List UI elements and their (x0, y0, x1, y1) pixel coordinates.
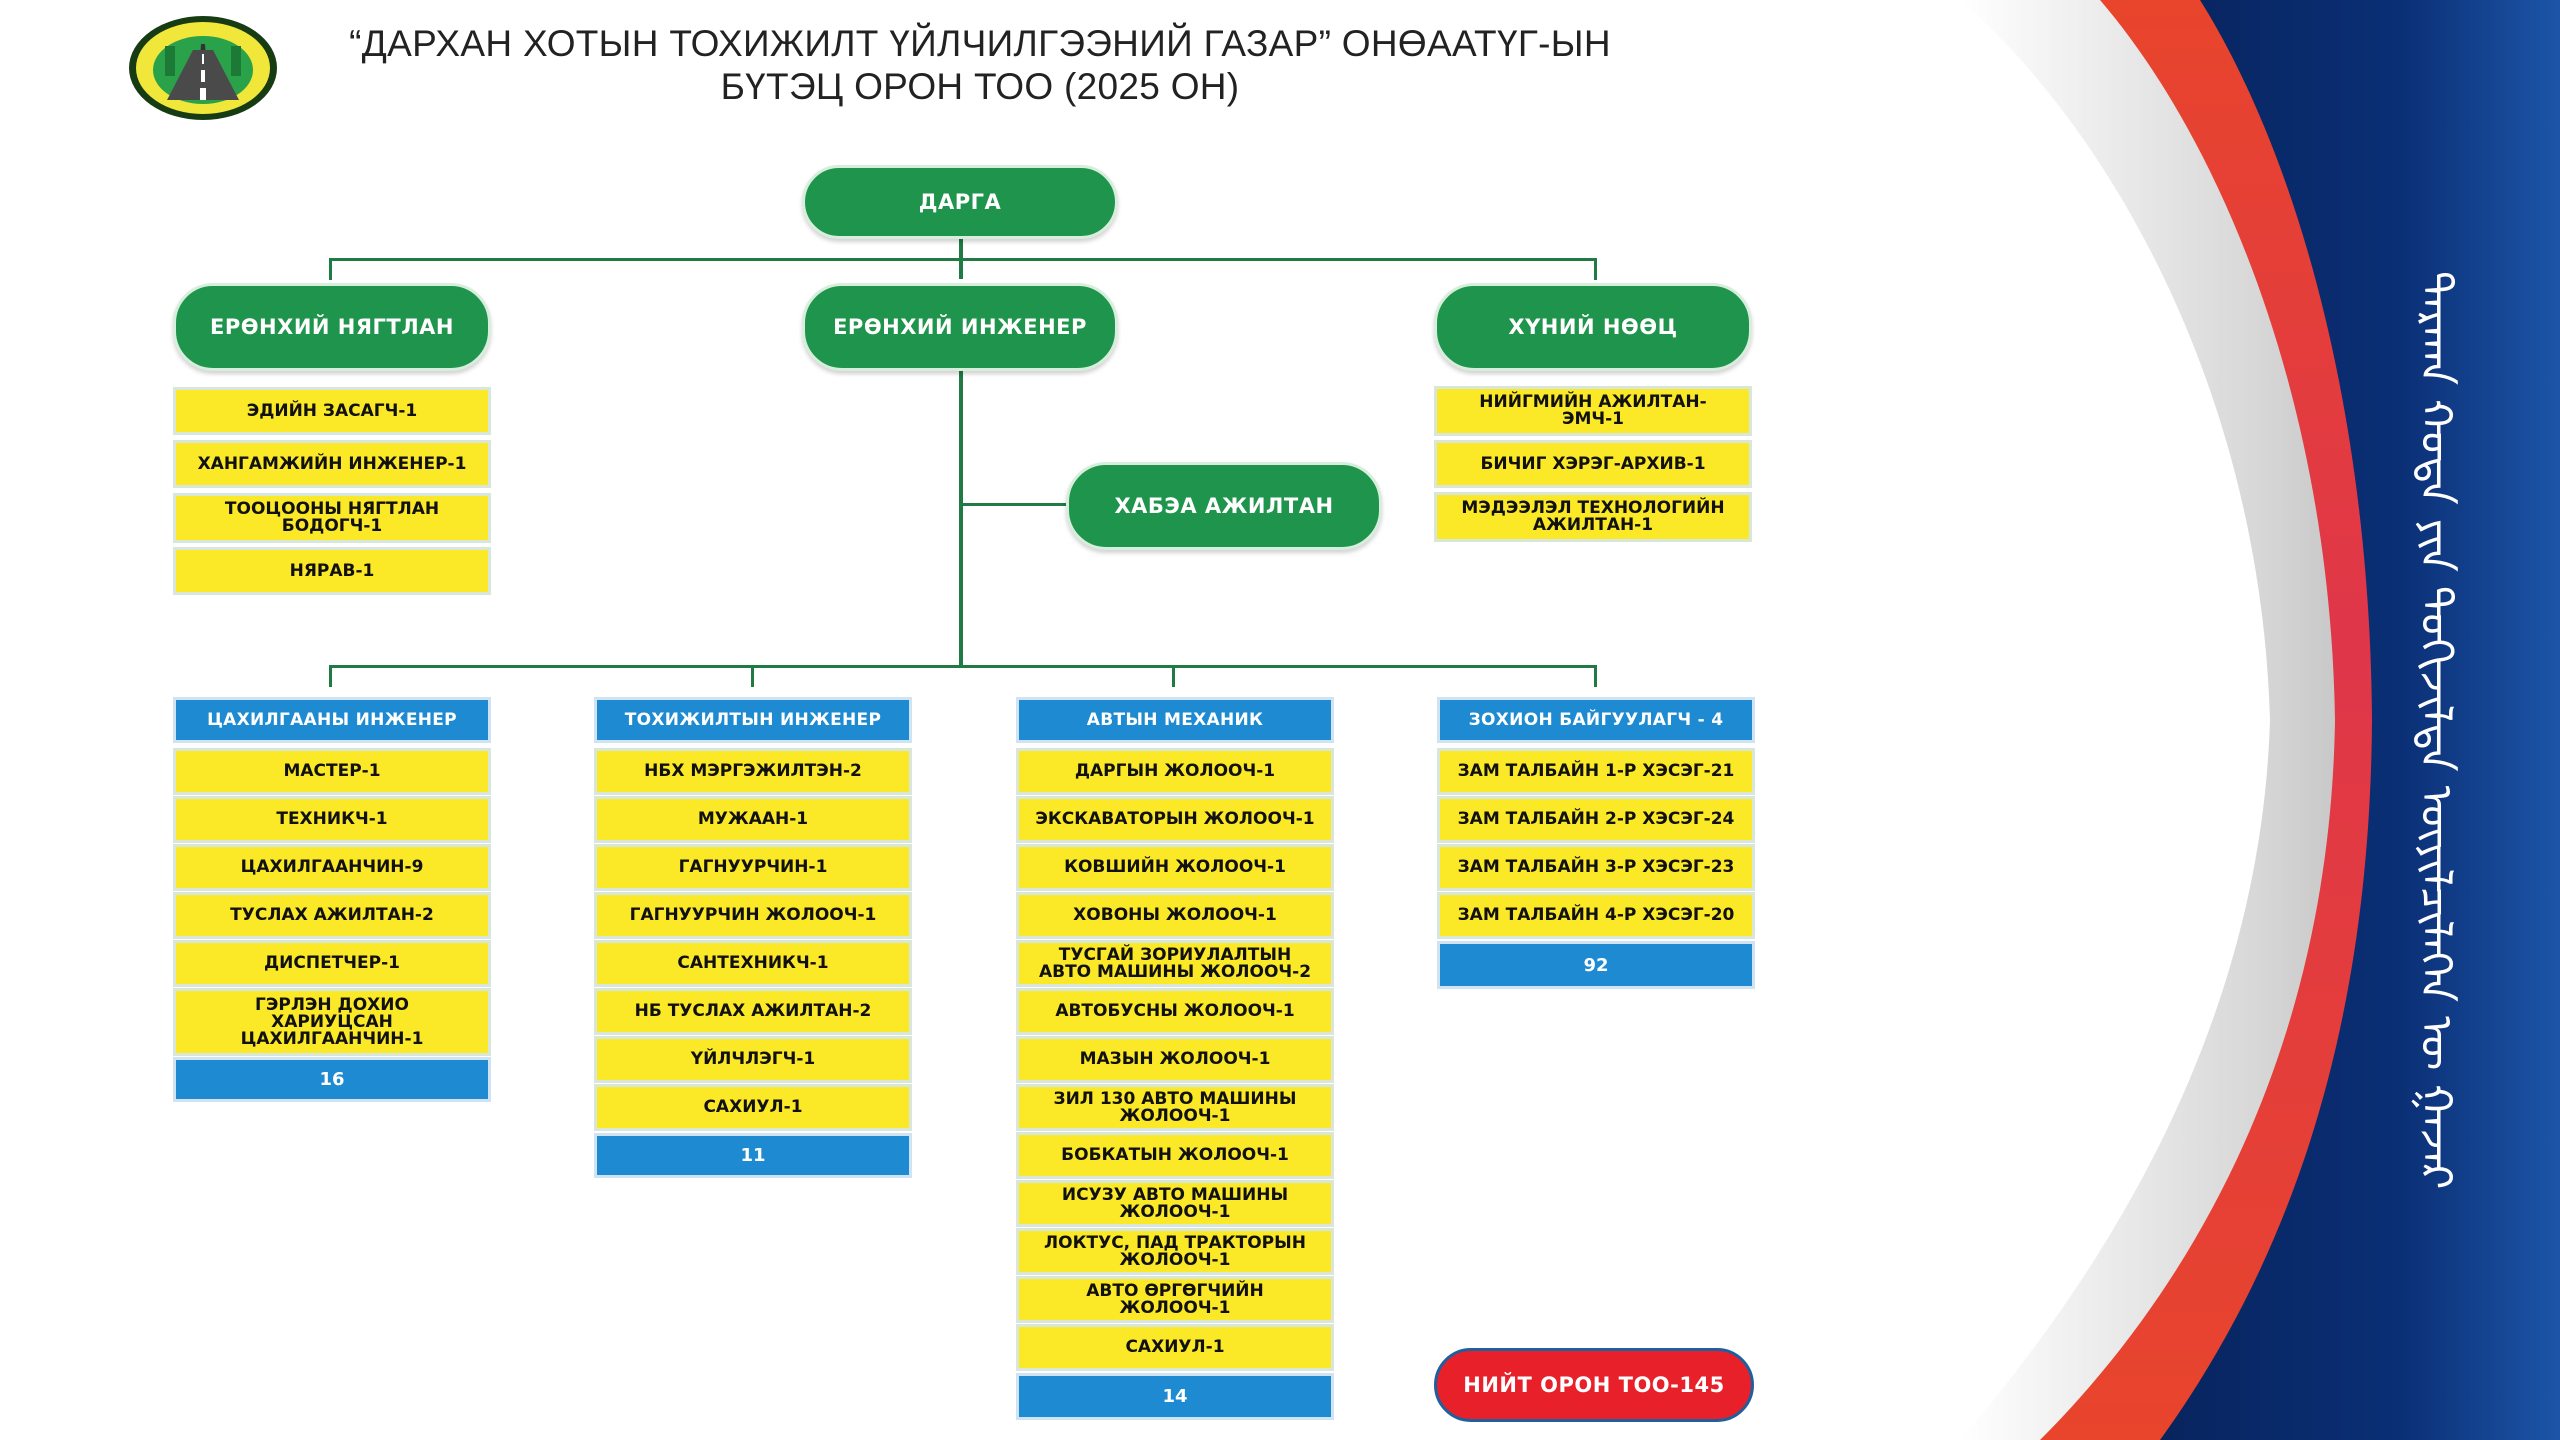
connector-line (330, 665, 1596, 668)
title-line-2: БҮТЭЦ ОРОН ТОО (2025 ОН) (720, 66, 1240, 107)
organizer-item: ЗАМ ТАЛБАЙН 1-Р ХЭСЭГ-21 (1437, 748, 1755, 795)
director-node: ДАРГА (802, 165, 1118, 239)
chief-accountant-node: ЕРӨНХИЙ НЯГТЛАН (173, 283, 491, 371)
organizer-total: 92 (1437, 941, 1755, 989)
landscaping-item: ГАГНУУРЧИН ЖОЛООЧ-1 (594, 892, 912, 939)
connector-line (751, 665, 754, 687)
chief-accountant-item: НЯРАВ-1 (173, 547, 491, 595)
department-header-organizer: ЗОХИОН БАЙГУУЛАГЧ - 4 (1437, 697, 1755, 743)
chief-engineer-node: ЕРӨНХИЙ ИНЖЕНЕР (802, 283, 1118, 371)
title-line-1: “ДАРХАН ХОТЫН ТОХИЖИЛТ ҮЙЛЧИЛГЭЭНИЙ ГАЗА… (349, 23, 1611, 64)
mechanic-item: ЭКСКАВАТОРЫН ЖОЛООЧ-1 (1016, 796, 1334, 843)
landscaping-item: САНТЕХНИКЧ-1 (594, 940, 912, 987)
mechanic-item: ЗИЛ 130 АВТО МАШИНЫ ЖОЛООЧ-1 (1016, 1084, 1334, 1131)
mechanic-item: ЛОКТУС, ПАД ТРАКТОРЫН ЖОЛООЧ-1 (1016, 1228, 1334, 1275)
electrical-item: ТЕХНИКЧ-1 (173, 796, 491, 843)
hr-item: МЭДЭЭЛЭЛ ТЕХНОЛОГИЙН АЖИЛТАН-1 (1434, 492, 1752, 542)
department-header-electrical: ЦАХИЛГААНЫ ИНЖЕНЕР (173, 697, 491, 743)
electrical-item: ЦАХИЛГААНЧИН-9 (173, 844, 491, 891)
connector-line (330, 258, 1596, 261)
mechanic-item: ИСУЗУ АВТО МАШИНЫ ЖОЛООЧ-1 (1016, 1180, 1334, 1227)
mechanic-item: ХОВОНЫ ЖОЛООЧ-1 (1016, 892, 1334, 939)
hr-item: БИЧИГ ХЭРЭГ-АРХИВ-1 (1434, 440, 1752, 488)
landscaping-item: САХИУЛ-1 (594, 1084, 912, 1131)
landscaping-item: МУЖААН-1 (594, 796, 912, 843)
organizer-item: ЗАМ ТАЛБАЙН 4-Р ХЭСЭГ-20 (1437, 892, 1755, 939)
connector-line (961, 503, 1071, 506)
landscaping-item: ГАГНУУРЧИН-1 (594, 844, 912, 891)
mechanic-item: КОВШИЙН ЖОЛООЧ-1 (1016, 844, 1334, 891)
mechanic-item: БОБКАТЫН ЖОЛООЧ-1 (1016, 1132, 1334, 1179)
connector-line (959, 370, 963, 667)
electrical-item: ГЭРЛЭН ДОХИО ХАРИУЦСАН ЦАХИЛГААНЧИН-1 (173, 988, 491, 1056)
organizer-item: ЗАМ ТАЛБАЙН 2-Р ХЭСЭГ-24 (1437, 796, 1755, 843)
organization-logo-icon (129, 16, 277, 120)
landscaping-total: 11 (594, 1133, 912, 1178)
mechanic-item: ДАРГЫН ЖОЛООЧ-1 (1016, 748, 1334, 795)
landscaping-item: ҮЙЛЧЛЭГЧ-1 (594, 1036, 912, 1083)
electrical-item: ДИСПЕТЧЕР-1 (173, 940, 491, 987)
landscaping-item: НБ ТУСЛАХ АЖИЛТАН-2 (594, 988, 912, 1035)
electrical-item: МАСТЕР-1 (173, 748, 491, 795)
electrical-total: 16 (173, 1057, 491, 1102)
connector-line (1594, 258, 1597, 280)
chief-accountant-item: ЭДИЙН ЗАСАГЧ-1 (173, 387, 491, 435)
grand-total-badge: НИЙТ ОРОН ТОО-145 (1434, 1348, 1754, 1422)
mechanic-item: САХИУЛ-1 (1016, 1324, 1334, 1371)
chief-accountant-item: ТООЦООНЫ НЯГТЛАН БОДОГЧ-1 (173, 493, 491, 543)
chief-accountant-item: ХАНГАМЖИЙН ИНЖЕНЕР-1 (173, 440, 491, 488)
mechanic-item: МАЗЫН ЖОЛООЧ-1 (1016, 1036, 1334, 1083)
hr-item: НИЙГМИЙН АЖИЛТАН- ЭМЧ-1 (1434, 386, 1752, 436)
organizer-item: ЗАМ ТАЛБАЙН 3-Р ХЭСЭГ-23 (1437, 844, 1755, 891)
connector-line (1594, 665, 1597, 687)
mechanic-total: 14 (1016, 1373, 1334, 1420)
landscaping-item: НБХ МЭРГЭЖИЛТЭН-2 (594, 748, 912, 795)
electrical-item: ТУСЛАХ АЖИЛТАН-2 (173, 892, 491, 939)
department-header-mechanic: АВТЫН МЕХАНИК (1016, 697, 1334, 743)
connector-line (329, 665, 332, 687)
mechanic-item: ТУСГАЙ ЗОРИУЛАЛТЫН АВТО МАШИНЫ ЖОЛООЧ-2 (1016, 940, 1334, 987)
connector-line (1172, 665, 1175, 687)
mongolian-script-text: ᠳᠠᠷᠬᠠᠨ ᠬᠣᠲᠠ ᠶᠢᠨ ᠲᠣᠬᠢᠵᠢᠯᠲᠠ ᠦᠶᠢᠯᠴᠢᠯᠡᠭᠡᠨ ᠦ … (2410, 270, 2461, 1190)
safety-officer-node: ХАБЭА АЖИЛТАН (1066, 462, 1382, 550)
mechanic-item: АВТОБУСНЫ ЖОЛООЧ-1 (1016, 988, 1334, 1035)
page-title: “ДАРХАН ХОТЫН ТОХИЖИЛТ ҮЙЛЧИЛГЭЭНИЙ ГАЗА… (330, 22, 1630, 108)
mechanic-item: АВТО ӨРГӨГЧИЙН ЖОЛООЧ-1 (1016, 1276, 1334, 1323)
hr-node: ХҮНИЙ НӨӨЦ (1434, 283, 1752, 371)
department-header-landscaping: ТОХИЖИЛТЫН ИНЖЕНЕР (594, 697, 912, 743)
connector-line (329, 258, 332, 280)
